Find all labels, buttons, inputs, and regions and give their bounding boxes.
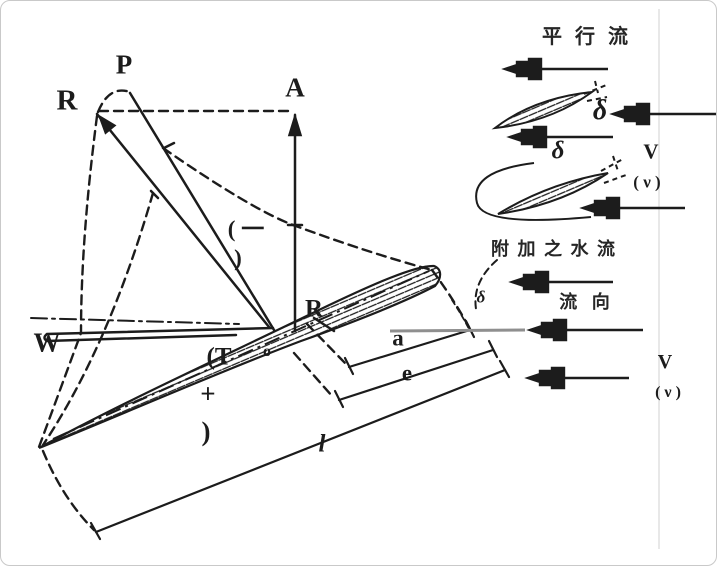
small-foil-1-body <box>491 90 596 130</box>
small-foil-2-tick <box>612 155 619 172</box>
note-thrust-plus: + <box>200 378 216 409</box>
p-vector-line <box>128 91 276 332</box>
force-vectors <box>30 91 336 343</box>
label-v-top: V <box>643 139 659 164</box>
chord-axis-line <box>52 270 430 440</box>
a-vector-arrowhead <box>287 112 303 137</box>
label-delta-main: δ <box>476 287 486 307</box>
fan-dashed-line <box>41 191 155 447</box>
dim-l-extension <box>41 449 96 532</box>
small-foil-2-outline <box>475 162 592 221</box>
label-dim-e: e <box>401 360 413 386</box>
small-foil-2-chord-mark2 <box>603 174 627 184</box>
sweep-arc <box>161 146 434 272</box>
dimension-lines <box>89 319 511 541</box>
label-dim-a: a <box>392 325 404 351</box>
left-arrow-icon <box>526 318 643 342</box>
left-dashed-line <box>37 114 99 449</box>
note-minus-close: ) <box>234 245 242 271</box>
dim-e-line <box>337 348 495 402</box>
dim-l-tick-left <box>89 521 102 541</box>
blade-tick-1 <box>162 141 176 150</box>
dim-a-line <box>347 328 472 369</box>
dim-a-tick-left <box>343 356 355 376</box>
left-arrow-icon <box>609 102 716 126</box>
dim-a-extension <box>305 322 347 365</box>
label-delta-top: δ <box>592 95 608 126</box>
left-arrow-icon <box>524 366 629 390</box>
note-minus-open: ( 一 <box>227 216 265 242</box>
small-foil-1-chord-mark <box>583 83 610 95</box>
flow-arrows <box>501 57 716 390</box>
small-foil-1-chord-mark2 <box>586 96 608 102</box>
r-vector-line <box>95 112 271 329</box>
small-foil-inclined-flow <box>475 155 627 221</box>
label-v-bottom: V <box>657 351 673 373</box>
label-p-force: P <box>115 49 133 80</box>
dim-e-tick-right <box>487 339 499 359</box>
left-arrow-icon <box>501 57 608 81</box>
small-foil-2-chord-mark <box>600 158 624 172</box>
added-flow-leader <box>474 259 498 310</box>
label-r-resultant: R <box>56 84 78 117</box>
dim-e-extension <box>292 351 334 398</box>
dim-l-tick-right <box>498 359 511 379</box>
main-foil <box>38 264 442 450</box>
blade-tick-2 <box>149 189 160 200</box>
r-center-leader <box>312 316 336 333</box>
label-dim-l: l <box>318 430 326 458</box>
note-thrust-open: (T <box>206 343 232 371</box>
small-foil-2-body <box>497 172 609 215</box>
label-origin-o: o <box>263 343 271 360</box>
left-reference-line <box>30 317 240 325</box>
label-r-center: R <box>304 295 324 323</box>
left-arrow-icon <box>579 196 685 220</box>
blade-nose-cap <box>96 89 132 114</box>
dim-e-tick-left <box>333 389 345 409</box>
label-delta-mid: δ <box>551 137 565 165</box>
small-foil-parallel-flow <box>491 80 610 130</box>
w-vector <box>43 326 275 343</box>
label-w-drag: W <box>33 327 61 358</box>
left-arrow-icon <box>508 270 613 294</box>
label-a-lift: A <box>285 72 305 103</box>
note-thrust-close: ) <box>201 416 211 447</box>
left-arrow-icon <box>506 125 613 149</box>
label-added-flow: 附 加 之 水 流 <box>491 239 617 259</box>
label-nu-top: ( ν ) <box>633 172 661 192</box>
small-foil-1-tick <box>594 80 599 94</box>
dim-l-line <box>94 368 507 534</box>
flow-reference-line <box>389 328 526 333</box>
label-parallel-flow: 平 行 流 <box>542 26 632 48</box>
r-vector-arrowhead <box>97 114 117 135</box>
label-nu-bottom: ( ν ) <box>655 384 681 401</box>
label-flow-direction: 流 向 <box>559 292 615 312</box>
